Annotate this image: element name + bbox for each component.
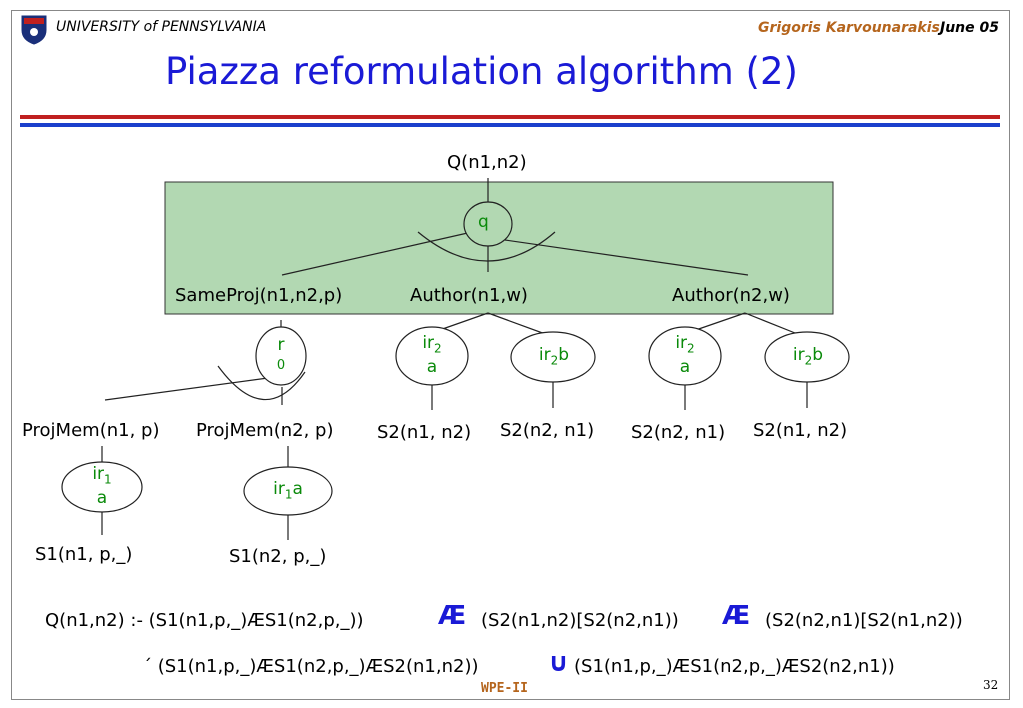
box-label-author-n1: Author(n1,w) — [410, 285, 528, 306]
formula-line1-part2: (S2(n1,n2)[S2(n2,n1)) — [481, 610, 679, 631]
formula-union-symbol: ∪ — [548, 648, 570, 678]
s1-n1-label: S1(n1, p,_) — [35, 544, 133, 565]
formula-line2-part2: (S1(n1,p,_)ÆS1(n2,p,_)ÆS2(n2,n1)) — [574, 656, 895, 677]
ir2b-label-2: ir2b — [792, 345, 824, 368]
tree-edges — [101, 178, 808, 540]
ir2a-node-2 — [648, 326, 722, 386]
penn-shield-logo — [21, 15, 47, 45]
blue-rule — [20, 123, 1000, 127]
slide-title: Piazza reformulation algorithm (2) — [165, 50, 798, 93]
ir2a-node-1 — [395, 326, 469, 386]
ir2b-node-2 — [764, 331, 850, 383]
formula-symbol-1: Æ — [438, 601, 467, 631]
formula-line2-part1: ´ (S1(n1,p,_)ÆS1(n2,p,_)ÆS2(n1,n2)) — [143, 656, 479, 677]
ir2b-label-1: ir2b — [538, 345, 570, 368]
ir1a-node-1 — [61, 461, 143, 513]
university-name: UNIVERSITY of PENNSYLVANIA — [56, 19, 267, 35]
page-number: 32 — [983, 678, 999, 692]
ir2b-node-1 — [510, 331, 596, 383]
s2-n2n1-label-2: S2(n2, n1) — [631, 422, 726, 443]
box-label-sameproj: SameProj(n1,n2,p) — [175, 285, 343, 306]
ir1a-label-2: ir1a — [273, 479, 303, 502]
s1-n2-label: S1(n2, p,_) — [229, 546, 327, 567]
date: June 05 — [940, 20, 999, 36]
s2-n1n2-label-2: S2(n1, n2) — [753, 420, 848, 441]
projmem-n1-label: ProjMem(n1, p) — [22, 420, 160, 441]
s2-n2n1-label-1: S2(n2, n1) — [500, 420, 595, 441]
formula-line1-part3: (S2(n2,n1)[S2(n1,n2)) — [765, 610, 963, 631]
author-name: Grigoris Karvounarakis — [758, 20, 940, 36]
root-query-label: Q(n1,n2) — [447, 152, 527, 173]
r0-node — [255, 326, 307, 386]
formula-line1-part1: Q(n1,n2) :- (S1(n1,p,_)ÆS1(n2,p,_)) — [45, 610, 364, 631]
s2-n1n2-label-1: S2(n1, n2) — [377, 422, 472, 443]
box-label-author-n2: Author(n2,w) — [672, 285, 790, 306]
red-rule — [20, 115, 1000, 119]
q-node — [463, 201, 513, 247]
q-node-label: q — [478, 212, 489, 232]
formula-symbol-2: Æ — [722, 601, 751, 631]
slide-border — [11, 10, 1010, 700]
projmem-n2-label: ProjMem(n2, p) — [196, 420, 334, 441]
ir1a-node-2 — [243, 466, 333, 516]
footer-label: WPE-II — [481, 681, 528, 696]
